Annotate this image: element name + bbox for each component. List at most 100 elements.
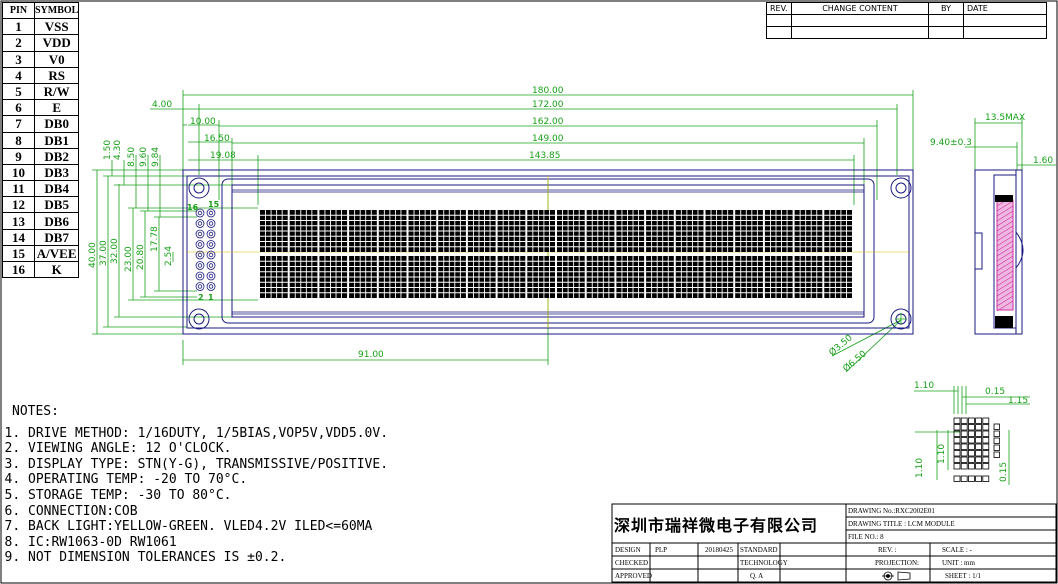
character-cell [705,210,734,252]
character-cell [646,256,674,298]
px-dim-3: 1.15 [1008,396,1028,406]
detail-pixel [968,430,975,437]
qa-label: Q. A [750,572,764,580]
detail-pixel [953,437,961,444]
detail-pixel [953,456,961,463]
character-cell [675,210,704,252]
pin16-label: 16 [187,203,199,212]
character-cell [438,210,466,252]
mount-hole-tl [188,177,210,199]
dim-149: 149.00 [532,134,564,144]
px-dim-6: 0.15 [999,462,1009,482]
pin-symbol: VDD [33,34,80,52]
character-cell [705,256,734,298]
detail-pixel [982,450,990,457]
note-item: CONNECTION:COB [28,504,388,520]
pin-number: 12 [2,196,35,214]
scale-label: SCALE : - [942,546,972,554]
approved-label: APPROVED [615,572,652,580]
character-cell [438,256,466,298]
note-item: STORAGE TEMP: -30 TO 80°C. [28,488,388,504]
designer: PLP [655,546,668,554]
character-cell [527,210,555,252]
projection-symbol-icon [882,571,911,581]
character-cell [319,256,348,298]
connector-pin [195,250,205,260]
unit-label: UNIT : mm [942,559,975,567]
detail-pixel [960,463,968,470]
character-display [260,210,852,298]
dim-13-5max: 13.5MAX [985,113,1025,123]
px-dim-5: 1.10 [937,444,947,464]
character-cell [557,256,585,298]
detail-pixel [968,417,975,424]
character-cell [319,210,348,252]
detail-pixel [968,437,975,444]
dim-9-84: 9.84 [151,147,161,167]
connector-pin [195,271,205,281]
pin-symbol: VSS [33,18,80,36]
pin1-label: 1 [208,293,214,302]
standard-label: STANDARD [740,546,778,554]
dim-19: 19.08 [210,151,236,161]
pin-symbol: K [33,260,80,279]
detail-pixel [953,417,961,424]
note-item: DISPLAY TYPE: STN(Y-G), TRANSMISSIVE/POS… [28,457,388,473]
character-cell [794,256,823,298]
detail-pixel [982,424,990,431]
character-cell [824,210,852,252]
character-cell [289,210,318,252]
detail-pixel [953,450,961,457]
dim-9-6: 9.60 [139,147,149,167]
pin-symbol: A/VEE [33,244,80,263]
dim-37: 37.00 [99,240,109,266]
detail-pixel [953,424,961,431]
dim-1-5: 1.50 [103,140,113,160]
character-cell [378,256,407,298]
connector-pin [206,219,216,228]
detail-pixel [960,456,968,463]
detail-pixel [960,417,968,424]
detail-pixel [975,456,982,463]
detail-pixel [953,443,961,450]
character-cell [467,210,496,252]
px-dim-4: 1.10 [915,458,925,478]
pin-table-header: PIN SYMBOL [2,1,80,20]
design-label: DESIGN [615,546,641,554]
detail-pixel [953,463,961,470]
connector-pin [195,208,205,218]
pixel-detail-labels: 1.10 0.15 1.15 1.10 1.10 0.15 [914,381,1028,482]
dim-23: 23.00 [124,246,134,272]
dim-4: 4.00 [152,100,172,110]
detail-pixel [960,430,968,437]
dim-40: 40.00 [88,242,98,268]
checked-label: CHECKED [615,559,649,567]
detail-pixel [968,463,975,470]
note-item: NOT DIMENSION TOLERANCES IS ±0.2. [28,550,388,566]
detail-pixel [982,456,990,463]
detail-pixel [982,437,990,444]
detail-pixel [953,430,961,437]
lcd-glass-side [996,199,1014,311]
mount-hole-bl [188,308,210,330]
detail-pixel [975,417,982,424]
side-view [974,169,1024,335]
dimension-lines [92,90,1056,373]
connector-pins [195,208,216,291]
character-cell [586,256,615,298]
note-item: DRIVE METHOD: 1/16DUTY, 1/5BIAS,VOP5V,VD… [28,426,388,442]
dim-hole-6-5: Ø6.50 [841,348,869,374]
dim-16: 16.50 [204,134,230,144]
detail-pixel [982,443,990,450]
dim-hole-3-5: Ø3.50 [827,332,855,358]
dim-20: 20.80 [136,244,146,270]
company-name: 深圳市瑞祥微电子有限公司 [614,516,819,535]
detail-pixel [968,443,975,450]
character-cell [616,210,645,252]
